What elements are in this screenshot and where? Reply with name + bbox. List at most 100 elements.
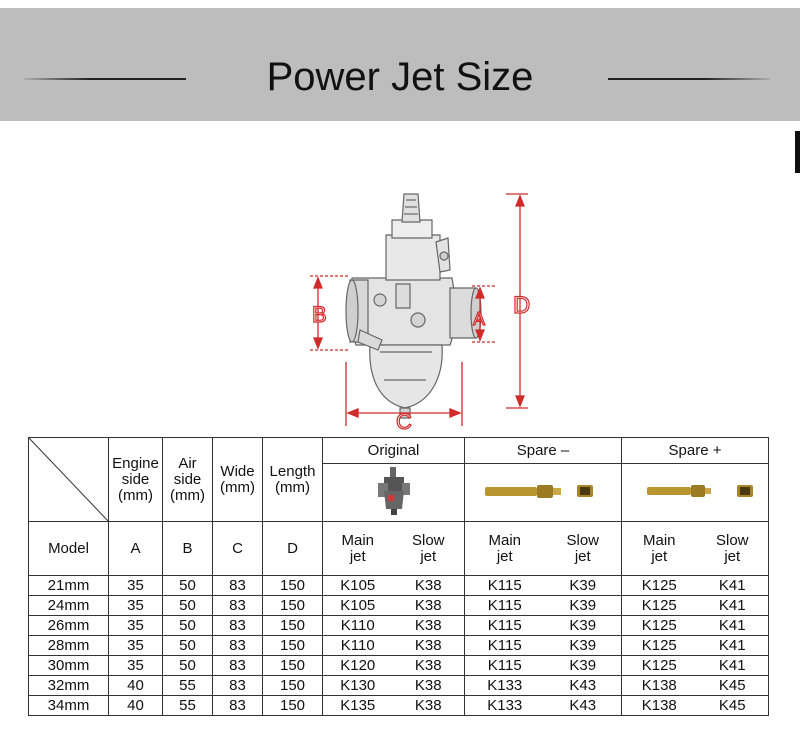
cell-spare-plus-main-jet: K125 bbox=[621, 575, 697, 596]
dimension-lines bbox=[310, 193, 528, 426]
cell-original-slow-jet: K38 bbox=[392, 675, 465, 696]
cell-wide: 83 bbox=[212, 675, 263, 696]
cell-model: 21mm bbox=[28, 575, 109, 596]
cell-engine-side: 35 bbox=[108, 615, 163, 636]
cell-original-main-jet: K110 bbox=[322, 635, 393, 656]
cell-spare-plus-main-jet: K125 bbox=[621, 615, 697, 636]
cell-spare-minus-main-jet: K115 bbox=[464, 635, 545, 656]
cell-spare-minus-main-jet: K115 bbox=[464, 595, 545, 616]
key-a: A bbox=[108, 521, 163, 576]
cell-original-main-jet: K110 bbox=[322, 615, 393, 636]
cell-spare-minus-slow-jet: K43 bbox=[544, 675, 623, 696]
group-header-spare-minus: Spare – bbox=[463, 437, 623, 464]
cell-spare-minus-slow-jet: K39 bbox=[544, 595, 623, 616]
cell-original-slow-jet: K38 bbox=[392, 635, 465, 656]
key-model: Model bbox=[28, 521, 109, 576]
cell-spare-minus-main-jet: K133 bbox=[464, 675, 545, 696]
cell-spare-plus-slow-jet: K41 bbox=[696, 635, 770, 656]
cell-length: 150 bbox=[262, 655, 323, 676]
cell-wide: 83 bbox=[212, 575, 263, 596]
cell-engine-side: 40 bbox=[108, 675, 163, 696]
cell-original-main-jet: K130 bbox=[322, 675, 393, 696]
cell-length: 150 bbox=[262, 695, 323, 716]
cell-wide: 83 bbox=[212, 695, 263, 716]
dimension-letter-b: B bbox=[312, 302, 327, 327]
cell-length: 150 bbox=[262, 635, 323, 656]
cell-length: 150 bbox=[262, 675, 323, 696]
cell-spare-plus-main-jet: K138 bbox=[621, 675, 697, 696]
dimension-letter-d: D bbox=[513, 292, 530, 319]
cell-original-slow-jet: K38 bbox=[392, 575, 465, 596]
edge-marker bbox=[795, 131, 800, 173]
cell-spare-minus-slow-jet: K39 bbox=[544, 635, 623, 656]
spare-minus-jets-image bbox=[463, 463, 623, 522]
cell-model: 28mm bbox=[28, 635, 109, 656]
cell-spare-minus-slow-jet: K39 bbox=[544, 575, 623, 596]
corner-diagonal bbox=[29, 438, 109, 522]
cell-spare-minus-slow-jet: K43 bbox=[544, 695, 623, 716]
cell-spare-plus-slow-jet: K41 bbox=[696, 595, 770, 616]
cell-length: 150 bbox=[262, 575, 323, 596]
corner-cell bbox=[28, 437, 109, 522]
cell-original-main-jet: K105 bbox=[322, 595, 393, 616]
cell-spare-plus-main-jet: K125 bbox=[621, 595, 697, 616]
cell-air-side: 55 bbox=[162, 695, 213, 716]
cell-spare-minus-slow-jet: K39 bbox=[544, 655, 623, 676]
cell-spare-plus-main-jet: K138 bbox=[621, 695, 697, 716]
key-d: D bbox=[262, 521, 323, 576]
cell-spare-plus-main-jet: K125 bbox=[621, 655, 697, 676]
cell-engine-side: 35 bbox=[108, 595, 163, 616]
carburetor-dimension-diagram: B A D C bbox=[310, 193, 531, 435]
brass-jets-icon bbox=[485, 484, 593, 498]
cell-air-side: 50 bbox=[162, 595, 213, 616]
cell-original-main-jet: K105 bbox=[322, 575, 393, 596]
dimension-letter-c: C bbox=[396, 409, 412, 434]
cell-model: 26mm bbox=[28, 615, 109, 636]
spare-plus-jets-image bbox=[621, 463, 770, 522]
cell-spare-minus-main-jet: K115 bbox=[464, 615, 545, 636]
cell-spare-minus-main-jet: K115 bbox=[464, 655, 545, 676]
table-header-row-2 bbox=[29, 463, 770, 522]
cell-length: 150 bbox=[262, 595, 323, 616]
key-c: C bbox=[212, 521, 263, 576]
cell-wide: 83 bbox=[212, 595, 263, 616]
cell-original-slow-jet: K38 bbox=[392, 695, 465, 716]
cell-spare-minus-main-jet: K115 bbox=[464, 575, 545, 596]
cell-original-slow-jet: K38 bbox=[392, 655, 465, 676]
dimension-letter-a: A bbox=[473, 309, 485, 329]
cell-length: 150 bbox=[262, 615, 323, 636]
cell-engine-side: 40 bbox=[108, 695, 163, 716]
group-header-spare-plus: Spare + bbox=[621, 437, 770, 464]
title-banner: Power Jet Size bbox=[0, 8, 800, 121]
cell-spare-plus-slow-jet: K41 bbox=[696, 655, 770, 676]
cell-engine-side: 35 bbox=[108, 575, 163, 596]
cell-spare-plus-slow-jet: K45 bbox=[696, 675, 770, 696]
cell-spare-minus-slow-jet: K39 bbox=[544, 615, 623, 636]
original-carburetor-image bbox=[322, 463, 465, 522]
carburetor-drawing bbox=[345, 193, 482, 419]
cell-model: 24mm bbox=[28, 595, 109, 616]
cell-air-side: 50 bbox=[162, 635, 213, 656]
cell-wide: 83 bbox=[212, 655, 263, 676]
col-header-wide: Wide(mm) bbox=[212, 437, 263, 522]
cell-spare-plus-main-jet: K125 bbox=[621, 635, 697, 656]
cell-air-side: 50 bbox=[162, 655, 213, 676]
cell-wide: 83 bbox=[212, 615, 263, 636]
cell-air-side: 55 bbox=[162, 675, 213, 696]
page-title: Power Jet Size bbox=[266, 55, 534, 99]
